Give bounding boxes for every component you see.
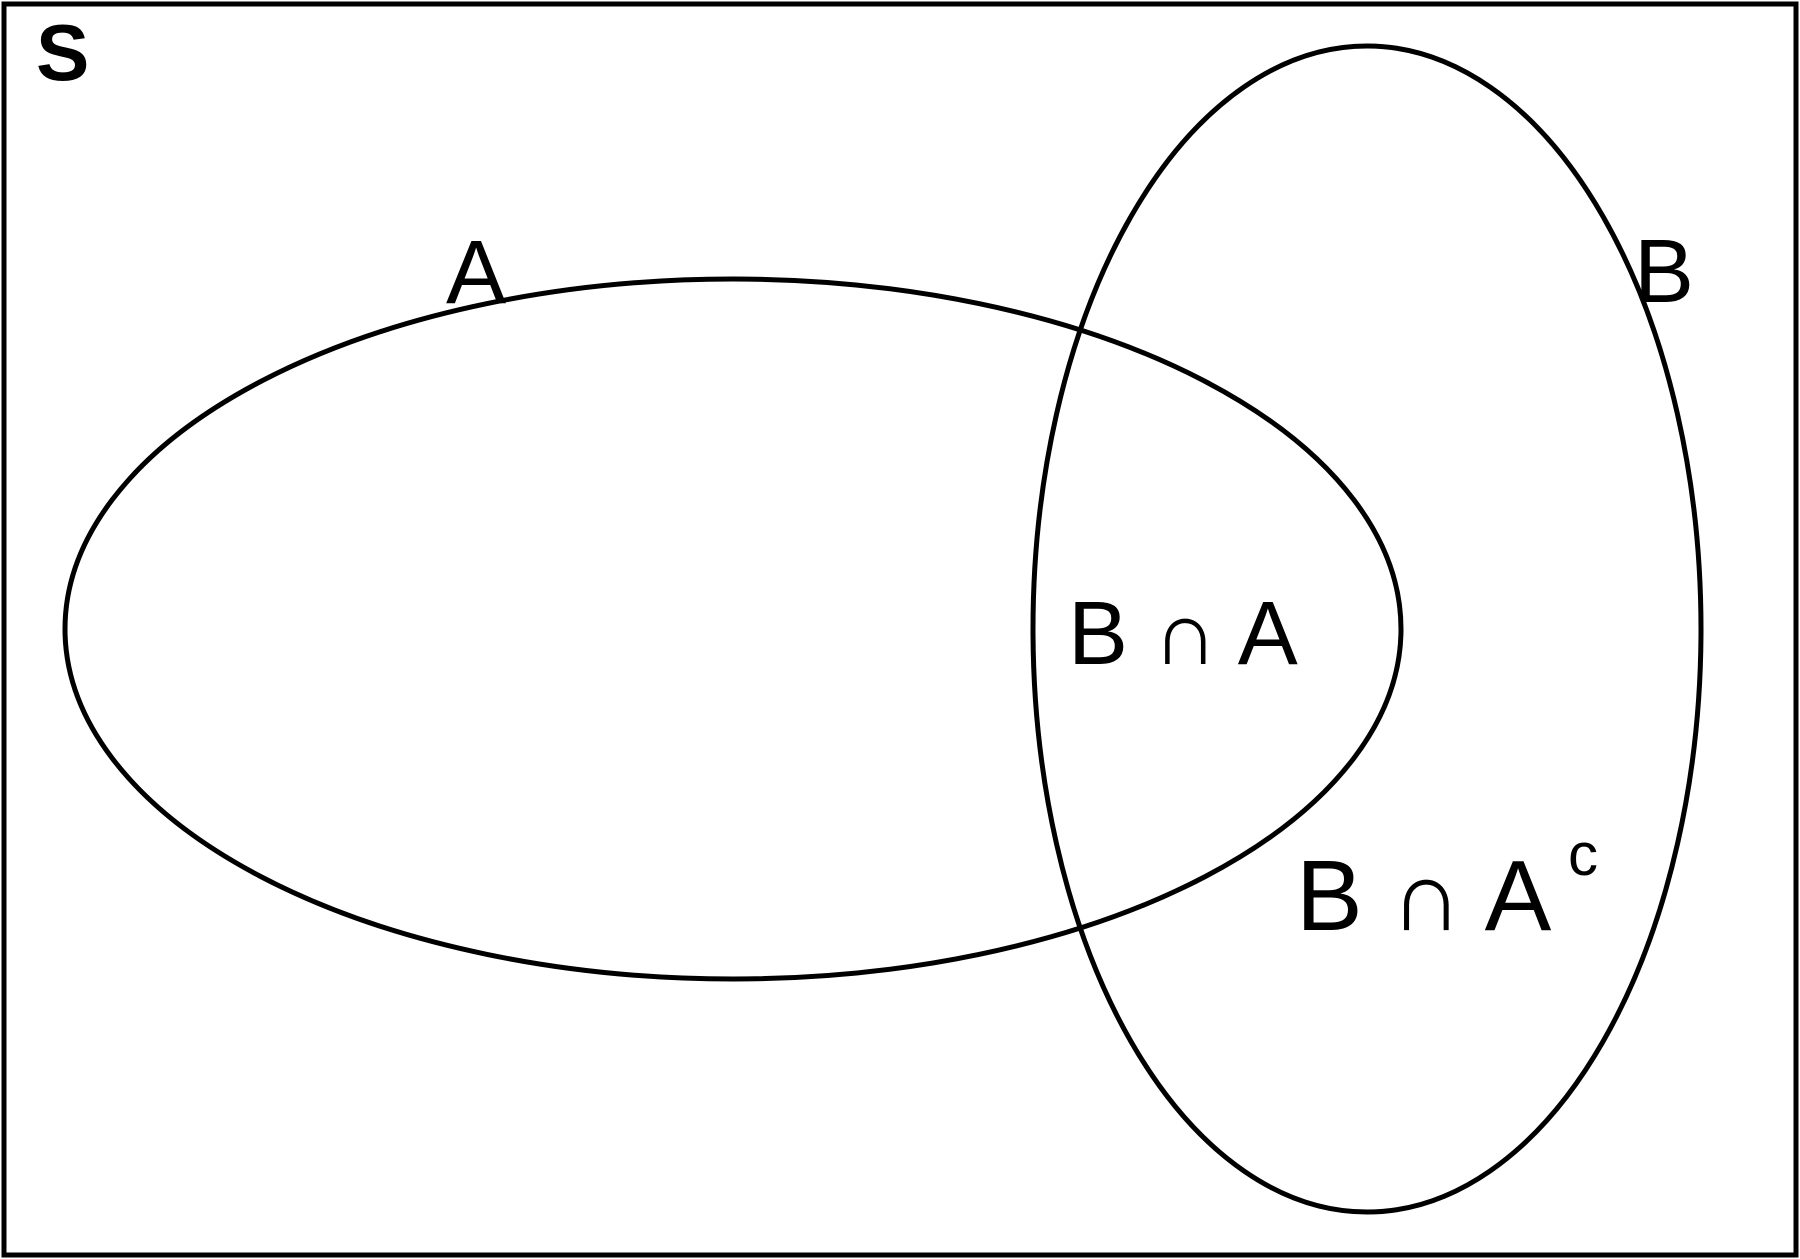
set-b-label: B — [1634, 222, 1694, 322]
universe-label: S — [36, 8, 89, 97]
set-a-ellipse — [62, 276, 1404, 982]
set-b-ellipse — [1030, 43, 1704, 1215]
complement-superscript: c — [1568, 821, 1598, 888]
b-minus-a-label: B ∩ A — [1296, 840, 1552, 952]
set-a-label: A — [446, 223, 506, 323]
intersection-label: B ∩ A — [1068, 584, 1298, 684]
